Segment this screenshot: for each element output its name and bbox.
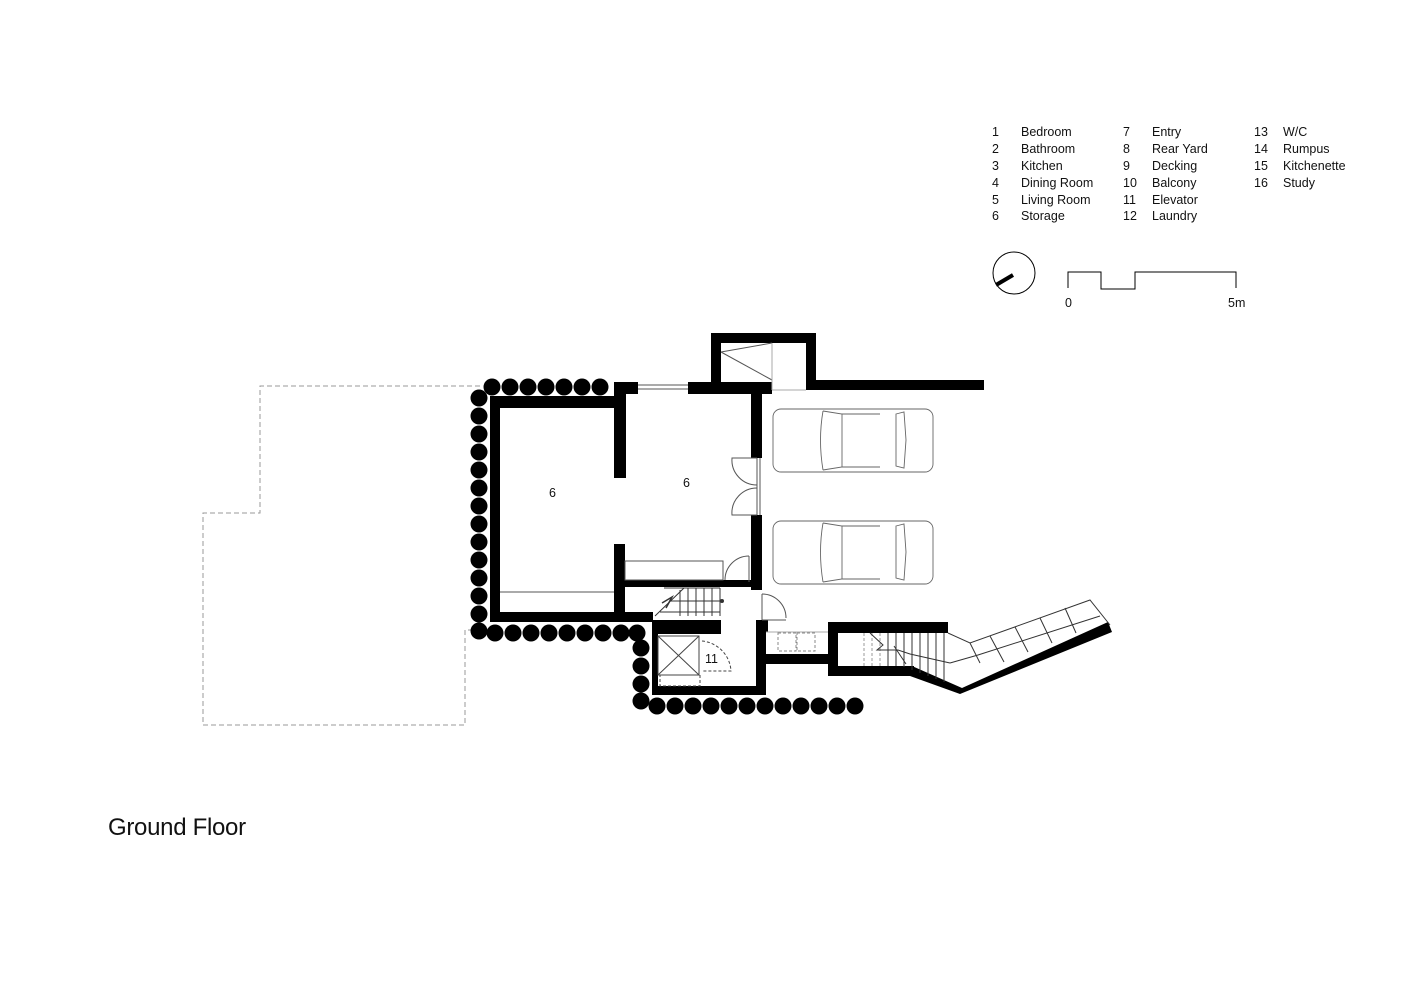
room-label-storage-west: 6 xyxy=(549,486,556,500)
drawing-title: Ground Floor xyxy=(108,814,246,841)
car-bottom xyxy=(772,520,934,585)
walls xyxy=(490,333,1112,695)
elevator-shaft xyxy=(657,635,732,687)
site-boundary-dashed xyxy=(202,385,480,726)
scale-start-label: 0 xyxy=(1065,296,1072,310)
external-stair xyxy=(863,599,1111,682)
scale-end-label: 5m xyxy=(1228,296,1246,310)
room-label-storage-east: 6 xyxy=(683,476,690,490)
car-top xyxy=(772,408,934,473)
internal-stair xyxy=(654,587,724,617)
north-arrow-icon xyxy=(992,251,1036,295)
scale-bar xyxy=(1067,271,1237,290)
thin-lines xyxy=(500,342,828,652)
room-label-elevator: 11 xyxy=(705,652,718,666)
hedge-circles xyxy=(470,378,864,715)
